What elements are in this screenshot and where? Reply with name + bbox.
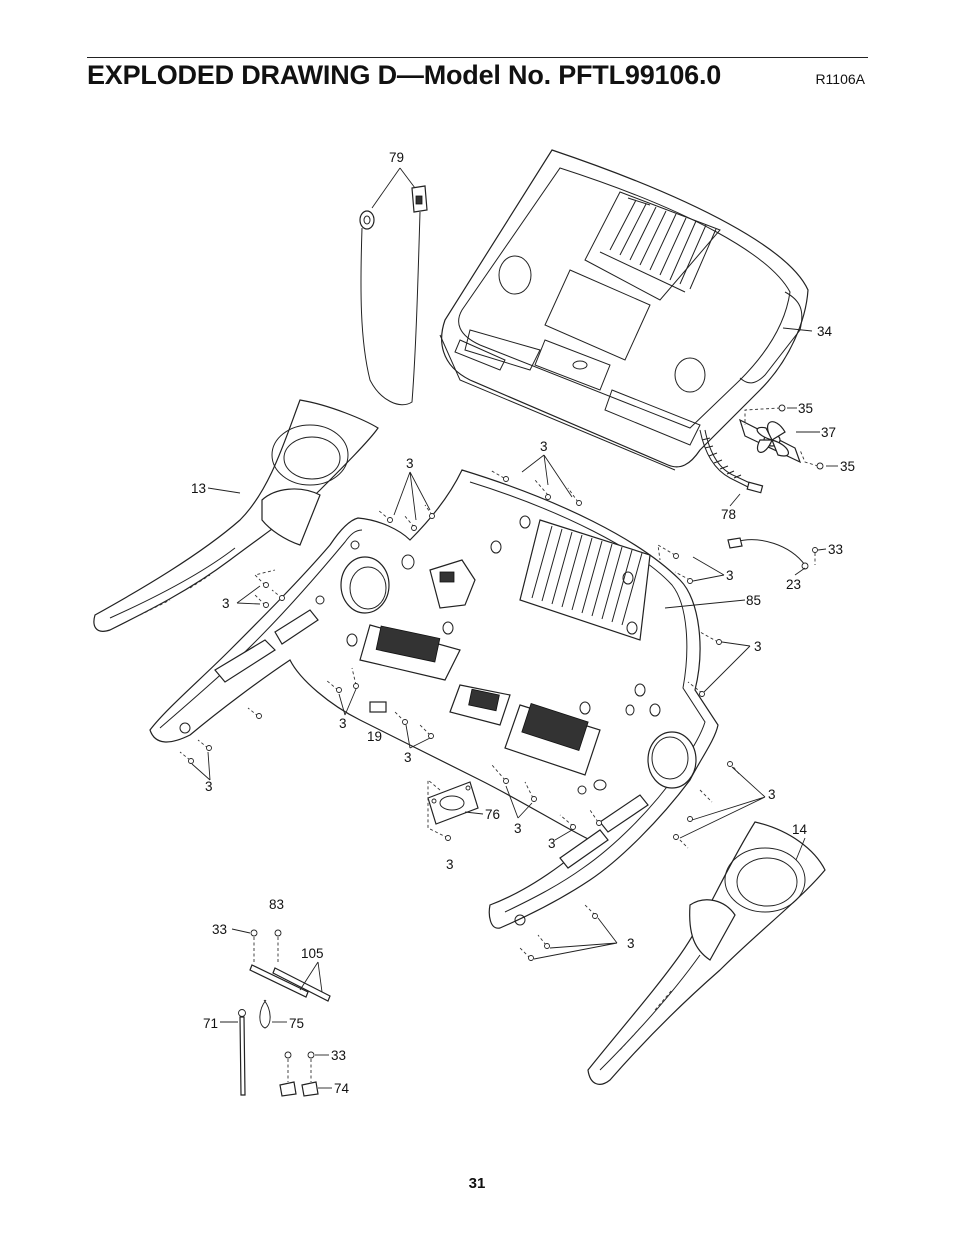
callout-3-h: 3 (205, 779, 213, 794)
callout-3-i: 3 (768, 787, 776, 802)
callout-34: 34 (817, 324, 833, 339)
callout-labels: 79 34 35 37 35 78 13 3 3 33 23 3 85 3 3 … (191, 150, 855, 1096)
callout-35-top: 35 (798, 401, 813, 416)
callout-79: 79 (389, 150, 404, 165)
part-76-bracket (427, 781, 479, 825)
part-78-cable (699, 429, 764, 494)
page-title: EXPLODED DRAWING D—Model No. PFTL99106.0 (87, 60, 722, 90)
screws-3 (179, 469, 741, 961)
callout-76: 76 (485, 807, 500, 822)
fan-screws-35 (744, 404, 824, 470)
callout-3-k: 3 (548, 836, 556, 851)
drawing-code: R1106A (815, 71, 865, 87)
part-71-cable-tie (238, 1009, 246, 1096)
part-79-clip (359, 167, 428, 406)
callout-3-f: 3 (339, 716, 347, 731)
part-34-console (439, 149, 809, 471)
callout-3-c: 3 (726, 568, 734, 583)
part-74-clips (279, 1051, 319, 1097)
part-75-wire-loop (259, 999, 271, 1029)
callout-74: 74 (334, 1081, 350, 1096)
part-13-left-cover (93, 399, 379, 632)
callout-3-b: 3 (406, 456, 414, 471)
console-vent-grille (599, 197, 717, 293)
part-14-right-cover (587, 821, 826, 1085)
callout-3-g: 3 (404, 750, 412, 765)
part-83-33-105-rods (249, 929, 331, 1002)
part-23-wire (727, 537, 818, 570)
callout-83: 83 (269, 897, 284, 912)
callout-3-e: 3 (754, 639, 762, 654)
callout-35-bottom: 35 (840, 459, 855, 474)
callout-3-d: 3 (222, 596, 230, 611)
leader-lines (191, 327, 838, 1089)
part-19-pad (369, 701, 387, 713)
callout-23: 23 (786, 577, 801, 592)
callout-78: 78 (721, 507, 736, 522)
callout-71: 71 (203, 1016, 218, 1031)
callout-33-c: 33 (331, 1048, 346, 1063)
callout-3-m: 3 (627, 936, 635, 951)
callout-3-a: 3 (540, 439, 548, 454)
callout-105: 105 (301, 946, 324, 961)
callout-37: 37 (821, 425, 836, 440)
part-85-shroud (149, 469, 719, 929)
page-number: 31 (468, 1175, 486, 1192)
callout-33-b: 33 (212, 922, 227, 937)
shroud-vent (519, 519, 651, 641)
header-rule (87, 57, 868, 58)
callout-75: 75 (289, 1016, 304, 1031)
callout-33-a: 33 (828, 542, 843, 557)
callout-14: 14 (792, 822, 808, 837)
callout-13: 13 (191, 481, 206, 496)
callout-3-j: 3 (514, 821, 522, 836)
part-37-fan (739, 418, 802, 464)
callout-19: 19 (367, 729, 382, 744)
callout-85: 85 (746, 593, 761, 608)
callout-3-l: 3 (446, 857, 454, 872)
